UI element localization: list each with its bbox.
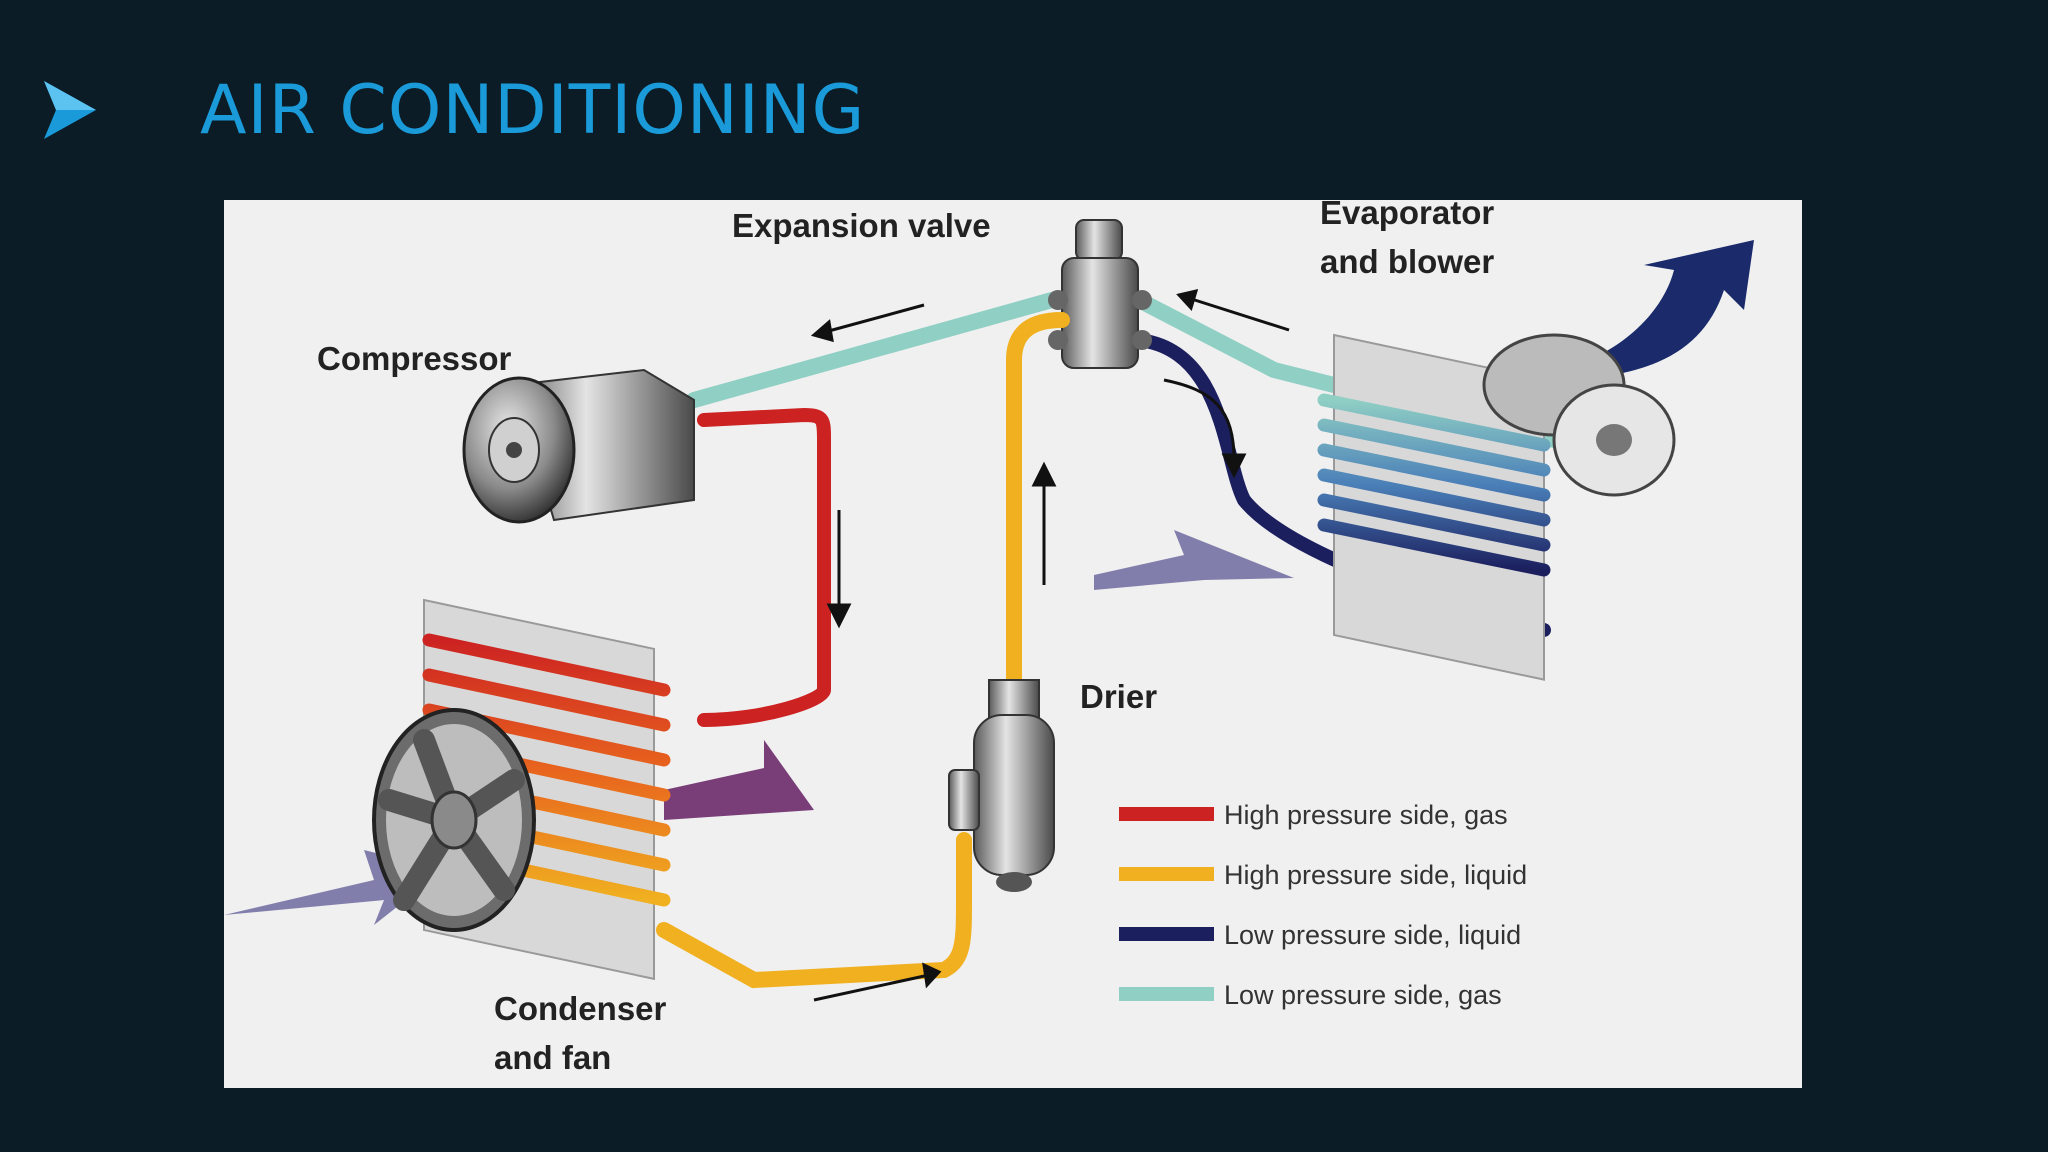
evaporator-airflow-arrow [1094, 530, 1294, 590]
compressor [462, 368, 695, 524]
slide-title: AIR CONDITIONING [40, 60, 865, 160]
ac-system-diagram: Expansion valve Evaporator and blower Co… [224, 200, 1802, 1088]
legend-label-low-liquid: Low pressure side, liquid [1224, 920, 1521, 950]
airflow-out-arrow [664, 740, 814, 820]
high-pressure-liquid-line-2 [1006, 312, 1070, 708]
evaporator-label-line1: Evaporator [1320, 200, 1494, 231]
blower-fan [1482, 333, 1676, 497]
drier-label: Drier [1080, 678, 1157, 715]
condenser-fan [372, 708, 536, 932]
high-pressure-liquid-line-1 [656, 832, 972, 989]
evaporator-coil [1317, 333, 1551, 681]
drier [948, 679, 1055, 892]
arrowhead-bullet-icon [44, 81, 96, 139]
compressor-label: Compressor [317, 340, 512, 377]
legend-label-high-liquid: High pressure side, liquid [1224, 860, 1527, 890]
flow-arrows [810, 288, 1290, 1002]
legend: High pressure side, gas High pressure si… [1119, 800, 1527, 1010]
high-pressure-gas-line [697, 407, 831, 727]
expansion-valve [1048, 219, 1152, 369]
evaporator-label-line2: and blower [1320, 243, 1494, 280]
condenser-label-line2: and fan [494, 1039, 611, 1076]
legend-label-high-gas: High pressure side, gas [1224, 800, 1508, 830]
blower-output-arrow [1569, 240, 1754, 380]
page-title: AIR CONDITIONING [200, 70, 866, 150]
legend-label-low-gas: Low pressure side, gas [1224, 980, 1502, 1010]
low-pressure-gas-line [686, 292, 1060, 408]
condenser-label-line1: Condenser [494, 990, 667, 1027]
expansion-valve-label: Expansion valve [732, 207, 991, 244]
